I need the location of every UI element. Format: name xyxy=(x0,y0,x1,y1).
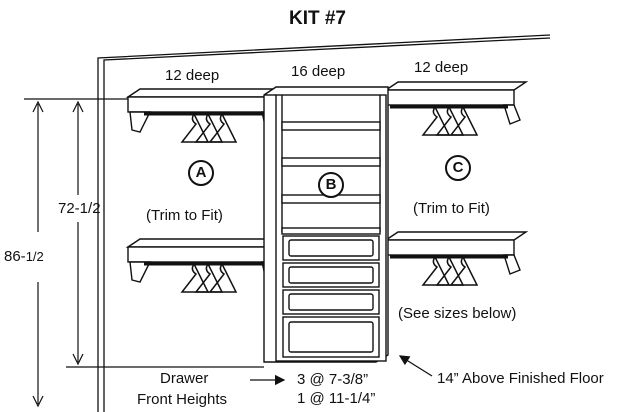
hangers-right-upper xyxy=(421,105,479,136)
outer-height-main: 86- xyxy=(4,248,26,265)
shelf-left-upper xyxy=(125,88,287,133)
drawer-label-line2: Front Heights xyxy=(137,391,228,408)
drawer-size-line1: 3 @ 7-3/8” xyxy=(297,371,369,388)
outer-height-label: 86-1/2 xyxy=(4,248,44,265)
floor-arrow xyxy=(398,355,433,377)
depth-label-right: 12 deep xyxy=(414,59,469,76)
shelf-right-lower xyxy=(383,231,529,275)
shelf-right-upper xyxy=(383,81,529,125)
hangers-left-upper xyxy=(180,112,238,143)
outer-height-frac: 1/2 xyxy=(25,249,44,264)
hangers-right-lower xyxy=(421,255,479,286)
trim-note-left: (Trim to Fit) xyxy=(146,207,223,224)
inner-height-label: 72-1/2 xyxy=(58,200,101,217)
shelf-left-lower xyxy=(125,238,287,283)
depth-label-left: 12 deep xyxy=(165,67,220,84)
section-label-b: B xyxy=(318,172,344,198)
depth-label-center: 16 deep xyxy=(291,63,346,80)
section-label-c: C xyxy=(445,155,471,181)
floor-note: 14” Above Finished Floor xyxy=(437,370,604,387)
dimension-lines xyxy=(24,98,264,408)
drawer-label-line1: Drawer xyxy=(160,370,209,387)
section-label-a: A xyxy=(188,160,214,186)
trim-note-right: (Trim to Fit) xyxy=(413,200,490,217)
hangers-left-lower xyxy=(180,262,238,293)
wall-outline xyxy=(97,34,551,412)
drawer-size-line2: 1 @ 11-1/4” xyxy=(297,390,376,407)
see-sizes-note: (See sizes below) xyxy=(398,305,517,322)
drawers xyxy=(282,235,380,358)
kit-title: KIT #7 xyxy=(288,8,347,29)
